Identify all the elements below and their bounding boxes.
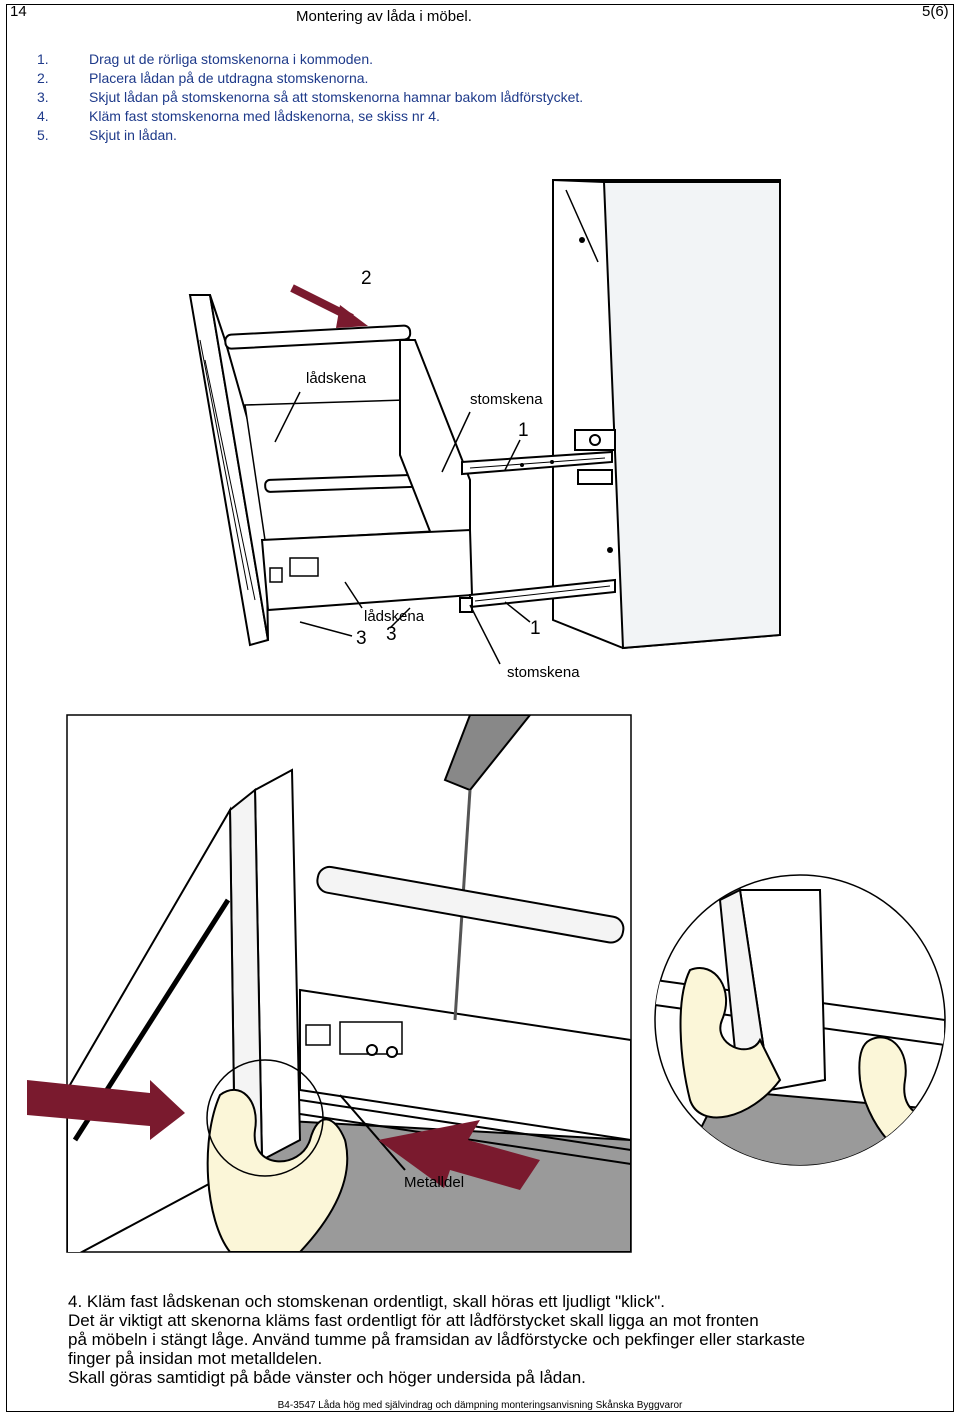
pointer-arrow-icon <box>339 1094 540 1190</box>
caption-line: på möbeln i stängt låge. Använd tumme på… <box>68 1330 806 1349</box>
page-frame <box>6 4 954 1412</box>
label-stomskena-top: stomskena <box>470 391 543 408</box>
label-1-bottom: 1 <box>530 618 541 639</box>
caption-line: Skall göras samtidigt på både vänster oc… <box>68 1368 586 1387</box>
page-number: 14 <box>10 3 27 20</box>
label-ladskena-bottom: lådskena <box>364 608 425 625</box>
label-metalldel: Metalldel <box>404 1174 465 1191</box>
page-title: Montering av låda i möbel. <box>296 8 472 25</box>
push-arrow-icon <box>290 284 368 328</box>
list-item: 5.Skjut in lådan. <box>37 127 177 143</box>
clamp-detail-illustration <box>27 714 946 1253</box>
push-arrow-icon <box>27 1080 185 1140</box>
label-ladskena-top: lådskena <box>306 370 367 387</box>
list-item: 3.Skjut lådan på stomskenorna så att sto… <box>37 89 584 105</box>
list-item: 4.Kläm fast stomskenorna med lådskenorna… <box>37 108 440 124</box>
label-1-top: 1 <box>518 420 529 441</box>
caption-line: finger på insidan mot metalldelen. <box>68 1349 323 1368</box>
label-3-left: 3 <box>356 628 367 649</box>
label-3-right: 3 <box>386 624 397 645</box>
steps-list: 1.Drag ut de rörliga stomskenorna i komm… <box>37 50 583 145</box>
footer: B4-3547 Låda hög med självindrag och däm… <box>277 1400 683 1411</box>
instruction-caption: 4. Kläm fast lådskenan och stomskenan or… <box>68 1292 908 1387</box>
list-item: 2.Placera lådan på de utdragna stomskeno… <box>37 70 369 86</box>
label-2: 2 <box>361 268 372 289</box>
list-item: 1.Drag ut de rörliga stomskenorna i komm… <box>37 51 374 67</box>
caption-line: Det är viktigt att skenorna kläms fast o… <box>68 1311 759 1330</box>
caption-line: 4. Kläm fast lådskenan och stomskenan or… <box>68 1292 665 1311</box>
drawer-rail-illustration <box>188 179 781 665</box>
sheet-indicator: 5(6) <box>922 3 949 20</box>
label-stomskena-bottom: stomskena <box>507 664 580 681</box>
